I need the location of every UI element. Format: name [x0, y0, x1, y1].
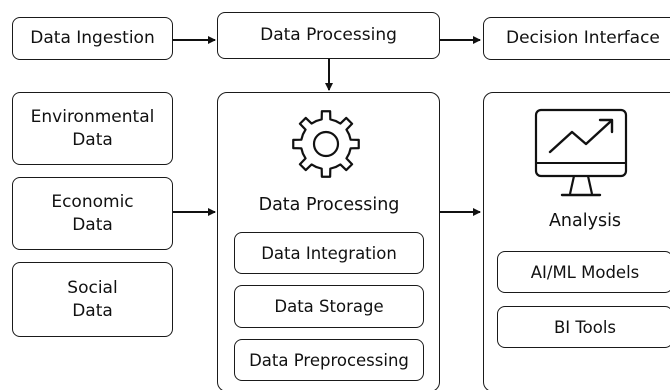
gear-icon [292, 110, 360, 178]
data-ingestion-box: Data Ingestion [12, 17, 173, 60]
data-ingestion-label: Data Ingestion [30, 28, 155, 48]
social-data-label-line2: Data [72, 300, 113, 321]
decision-interface-box: Decision Interface [483, 17, 670, 60]
data-integration-label: Data Integration [261, 243, 397, 263]
ai-ml-models-label: AI/ML Models [530, 262, 640, 282]
monitor-trend-icon [534, 108, 628, 197]
economic-data-label-line2: Data [72, 214, 113, 235]
data-storage-box: Data Storage [234, 285, 424, 328]
decision-interface-label: Decision Interface [506, 28, 660, 48]
social-data-box: Social Data [12, 262, 173, 337]
environmental-data-label-line2: Data [72, 129, 113, 150]
environmental-data-box: Environmental Data [12, 92, 173, 165]
economic-data-box: Economic Data [12, 177, 173, 250]
environmental-data-label-line1: Environmental [30, 106, 155, 127]
processing-panel-title: Data Processing [258, 195, 400, 215]
data-processing-box: Data Processing [217, 12, 440, 59]
bi-tools-label: BI Tools [553, 317, 617, 337]
bi-tools-box: BI Tools [497, 306, 670, 348]
ai-ml-models-box: AI/ML Models [497, 251, 670, 293]
data-storage-label: Data Storage [274, 297, 384, 316]
social-data-label-line1: Social [67, 277, 118, 298]
data-preprocessing-label: Data Preprocessing [249, 350, 409, 370]
data-processing-label: Data Processing [260, 25, 397, 45]
data-integration-box: Data Integration [234, 232, 424, 274]
data-preprocessing-box: Data Preprocessing [234, 339, 424, 381]
analysis-panel-title: Analysis [548, 211, 622, 231]
economic-data-label-line1: Economic [51, 191, 134, 212]
